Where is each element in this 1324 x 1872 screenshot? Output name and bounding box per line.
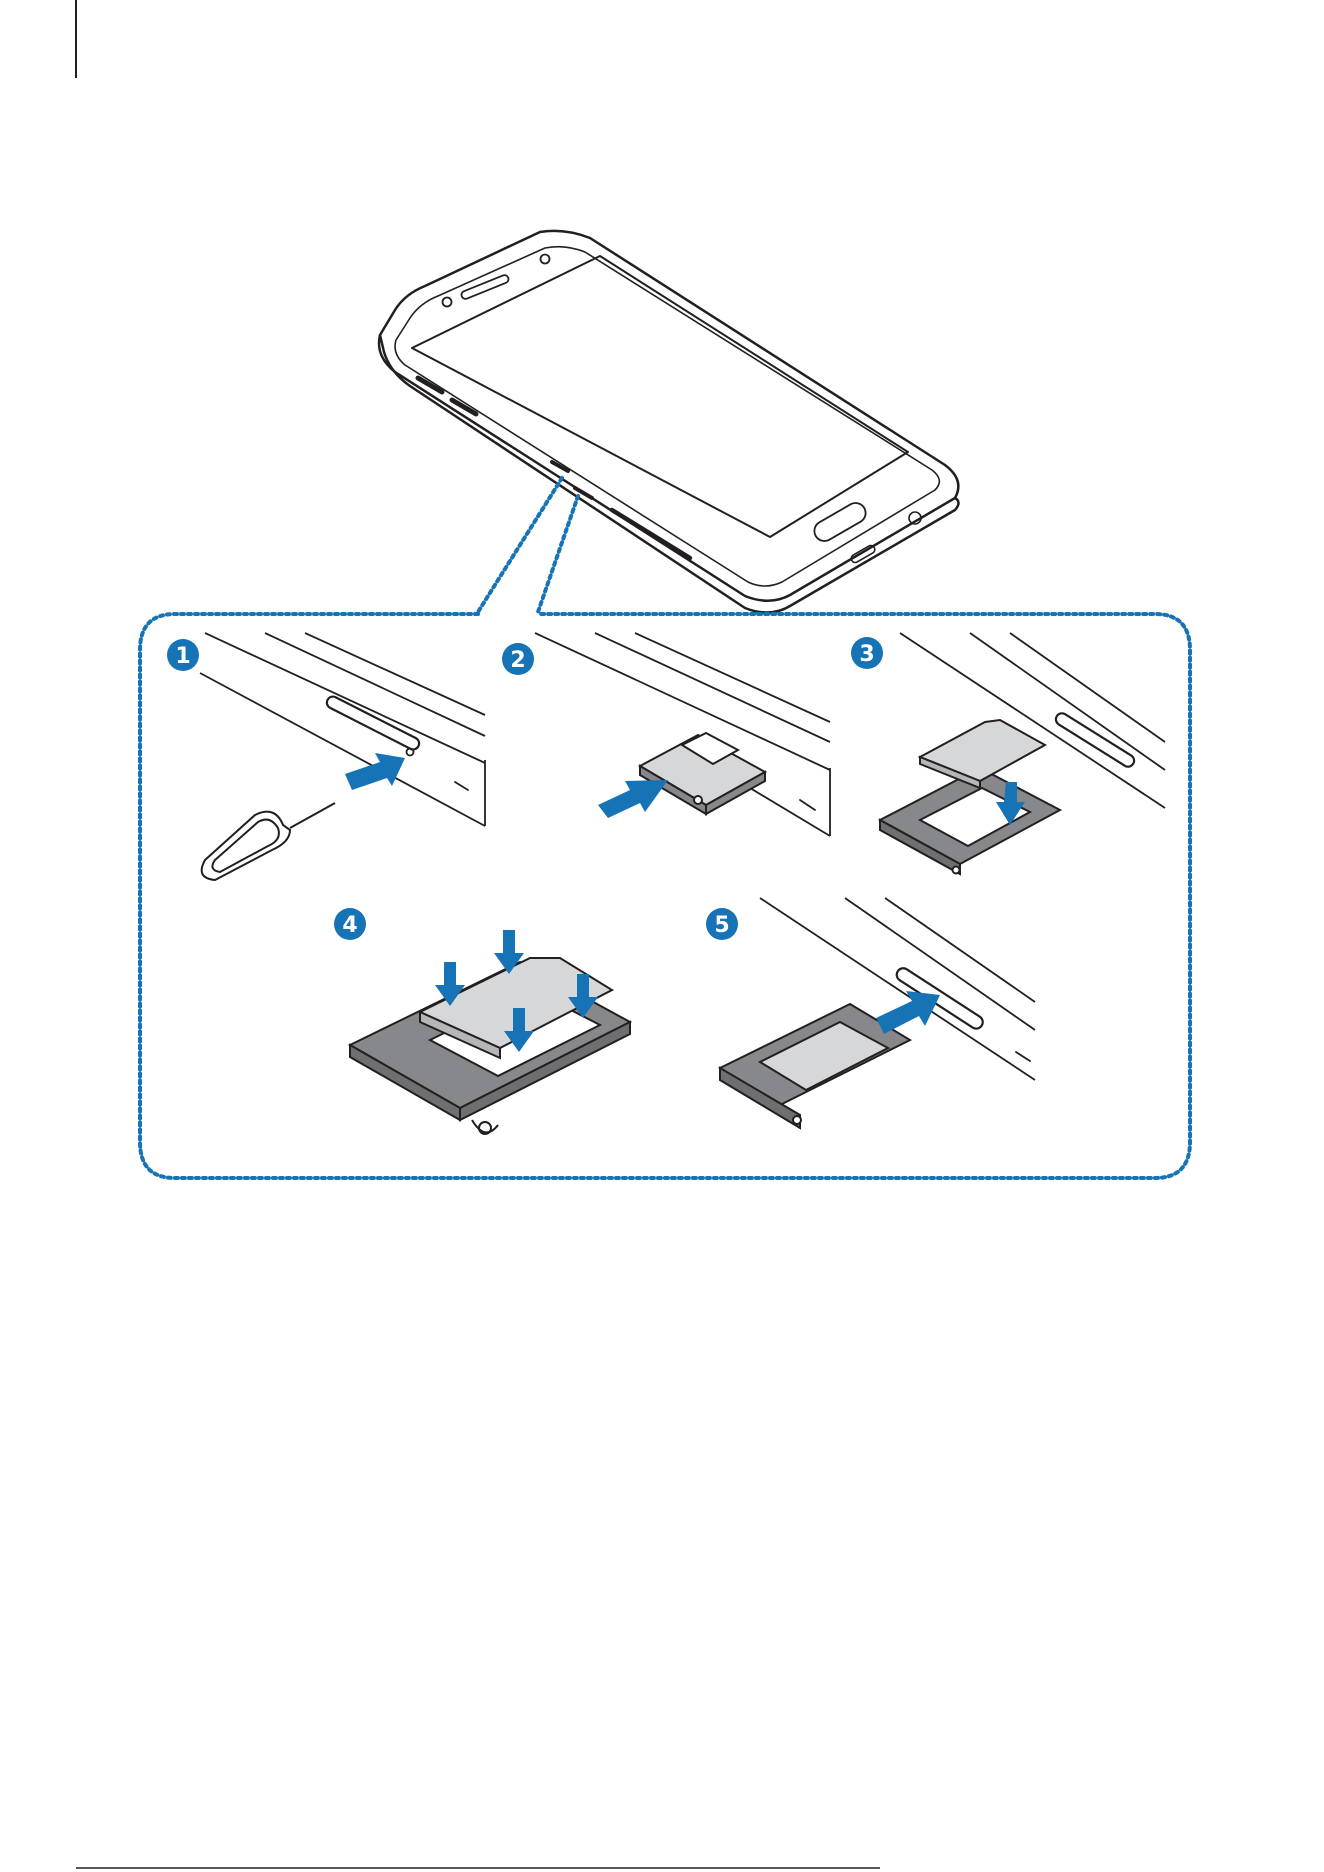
sim-card-icon	[920, 720, 1045, 788]
step-4-illustration: 4	[334, 908, 630, 1134]
sim-tray-icon	[640, 733, 765, 814]
step-number-2: 2	[510, 648, 525, 673]
step-badge-2: 2	[502, 643, 534, 675]
step-5-illustration: 5	[706, 898, 1035, 1128]
ejection-pin-icon	[202, 803, 335, 880]
arrow-icon	[345, 753, 405, 790]
callout-lines	[478, 478, 578, 612]
step-badge-5: 5	[706, 908, 738, 940]
step-3-illustration: 3	[851, 633, 1165, 874]
step-number-3: 3	[859, 642, 874, 667]
step-badge-1: 1	[167, 639, 199, 671]
step-number-4: 4	[342, 913, 357, 938]
arrow-icon	[876, 991, 940, 1034]
step-number-5: 5	[714, 913, 729, 938]
step-badge-3: 3	[851, 637, 883, 669]
step-1-illustration: 1	[167, 633, 485, 880]
step-number-1: 1	[175, 644, 190, 669]
step-badge-4: 4	[334, 908, 366, 940]
arrow-icon	[598, 780, 668, 818]
phone-illustration	[379, 231, 959, 613]
step-2-illustration: 2	[502, 633, 830, 836]
callout-border	[140, 614, 1190, 1178]
